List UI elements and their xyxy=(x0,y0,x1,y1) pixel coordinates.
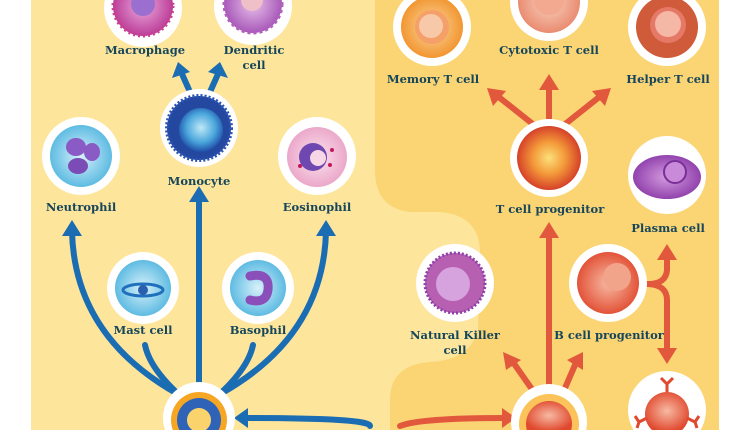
label-neutrophil: Neutrophil xyxy=(46,200,117,214)
memory-t-cell xyxy=(393,0,471,66)
myeloid-arrows xyxy=(62,62,373,429)
neutrophil-cell xyxy=(42,117,120,195)
myeloid-progenitor-cell xyxy=(163,381,236,430)
label-dendritic-line1: Dendritic xyxy=(224,43,285,57)
lymphoid-progenitor-cell xyxy=(511,384,587,430)
label-eosinophil: Eosinophil xyxy=(283,200,352,214)
macrophage-cell xyxy=(104,0,182,47)
label-memory-t-cell: Memory T cell xyxy=(387,72,480,86)
eosinophil-cell xyxy=(278,117,356,195)
mast-cell xyxy=(107,252,179,324)
plasma-cell xyxy=(628,136,706,214)
label-natural-killer-line2: cell xyxy=(443,343,467,357)
cytotoxic-t-cell xyxy=(510,0,588,41)
label-natural-killer-line1: Natural Killer xyxy=(410,328,501,342)
label-plasma-cell: Plasma cell xyxy=(631,221,705,235)
label-macrophage: Macrophage xyxy=(105,43,185,57)
label-dendritic-line2: cell xyxy=(242,58,266,72)
natural-killer-cell xyxy=(416,244,494,322)
basophil-cell xyxy=(222,252,294,324)
label-mast-cell: Mast cell xyxy=(113,323,173,337)
lymphoid-background xyxy=(375,0,719,430)
label-basophil: Basophil xyxy=(230,323,287,337)
helper-t-cell xyxy=(628,0,706,66)
label-helper-t-cell: Helper T cell xyxy=(626,72,710,86)
t-cell-progenitor-cell xyxy=(510,119,588,197)
label-monocyte: Monocyte xyxy=(168,174,231,188)
b-cell-antibody-cell xyxy=(628,370,706,430)
label-b-cell-progenitor: B cell progenitor xyxy=(554,328,665,342)
monocyte-cell xyxy=(160,89,238,167)
b-cell-progenitor-cell xyxy=(569,244,647,322)
label-cytotoxic-t-cell: Cytotoxic T cell xyxy=(499,43,599,57)
lymphoid-arrows xyxy=(397,74,677,429)
dendritic-cell xyxy=(214,0,292,45)
label-t-cell-progenitor: T cell progenitor xyxy=(496,202,605,216)
